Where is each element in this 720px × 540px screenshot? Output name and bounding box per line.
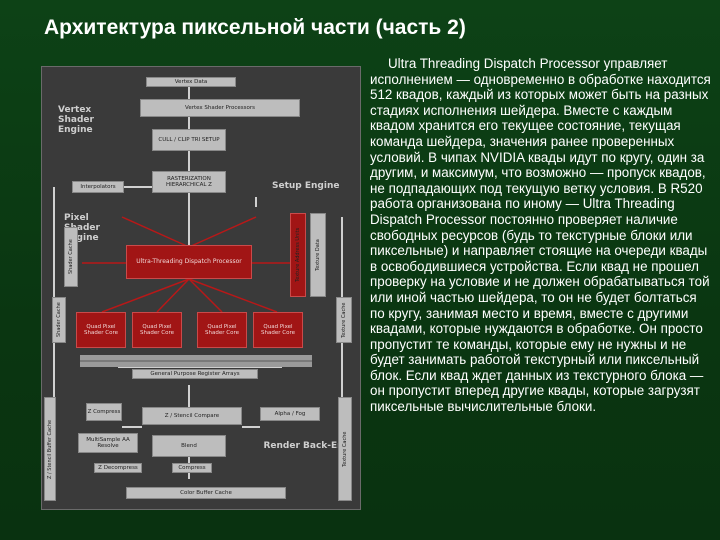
compress-block: Compress	[172, 463, 212, 473]
setup-engine-label: Setup Engine	[272, 181, 340, 191]
rasterization-block: RASTERIZATION HIERARCHICAL Z	[152, 171, 226, 193]
texture-cache-right-block: Texture Cache	[336, 297, 352, 343]
vertex-shader-processors-block: Vertex Shader Processors	[140, 99, 300, 117]
blend-block: Blend	[152, 435, 226, 457]
architecture-diagram: Vertex Data Vertex Shader Processors Ver…	[41, 66, 361, 510]
interpolators-block: Interpolators	[72, 181, 124, 193]
z-stencil-compare-block: Z / Stencil Compare	[142, 407, 242, 425]
texture-address-units-block: Texture Address Units	[290, 213, 306, 297]
quad-core-4: Quad Pixel Shader Core	[253, 312, 303, 348]
slide-title: Архитектура пиксельной части (часть 2)	[44, 16, 466, 39]
slide-body-text: Ultra Threading Dispatch Processor управ…	[370, 56, 711, 415]
pixel-shader-engine-label: Pixel Shader Engine	[64, 213, 100, 243]
texture-cache-bottom-block: Texture Cache	[338, 397, 352, 501]
gpr-array-block: General Purpose Register Arrays	[132, 369, 258, 379]
z-compress-block: Z Compress	[86, 403, 122, 421]
ultra-threading-dispatch-block: Ultra-Threading Dispatch Processor	[126, 245, 252, 279]
texture-data-block: Texture Data	[310, 213, 326, 297]
color-buffer-cache-block: Color Buffer Cache	[126, 487, 286, 499]
vertex-shader-engine-label: Vertex Shader Engine	[58, 105, 94, 135]
shader-cache-lower-block: Shader Cache	[52, 297, 66, 343]
alpha-fog-block: Alpha / Fog	[260, 407, 320, 421]
shader-cache-left-block: Shader Cache	[64, 227, 78, 287]
vertex-data-block: Vertex Data	[146, 77, 236, 87]
z-decompress-block: Z Decompress	[94, 463, 142, 473]
quad-core-3: Quad Pixel Shader Core	[197, 312, 247, 348]
render-back-end-label: Render Back-End	[263, 441, 350, 451]
cull-clip-block: CULL / CLIP TRI SETUP	[152, 129, 226, 151]
quad-core-2: Quad Pixel Shader Core	[132, 312, 182, 348]
msaa-resolve-block: MultiSample AA Resolve	[78, 433, 138, 453]
z-stencil-buffer-cache-block: Z / Stencil Buffer Cache	[44, 397, 56, 501]
quad-core-1: Quad Pixel Shader Core	[76, 312, 126, 348]
